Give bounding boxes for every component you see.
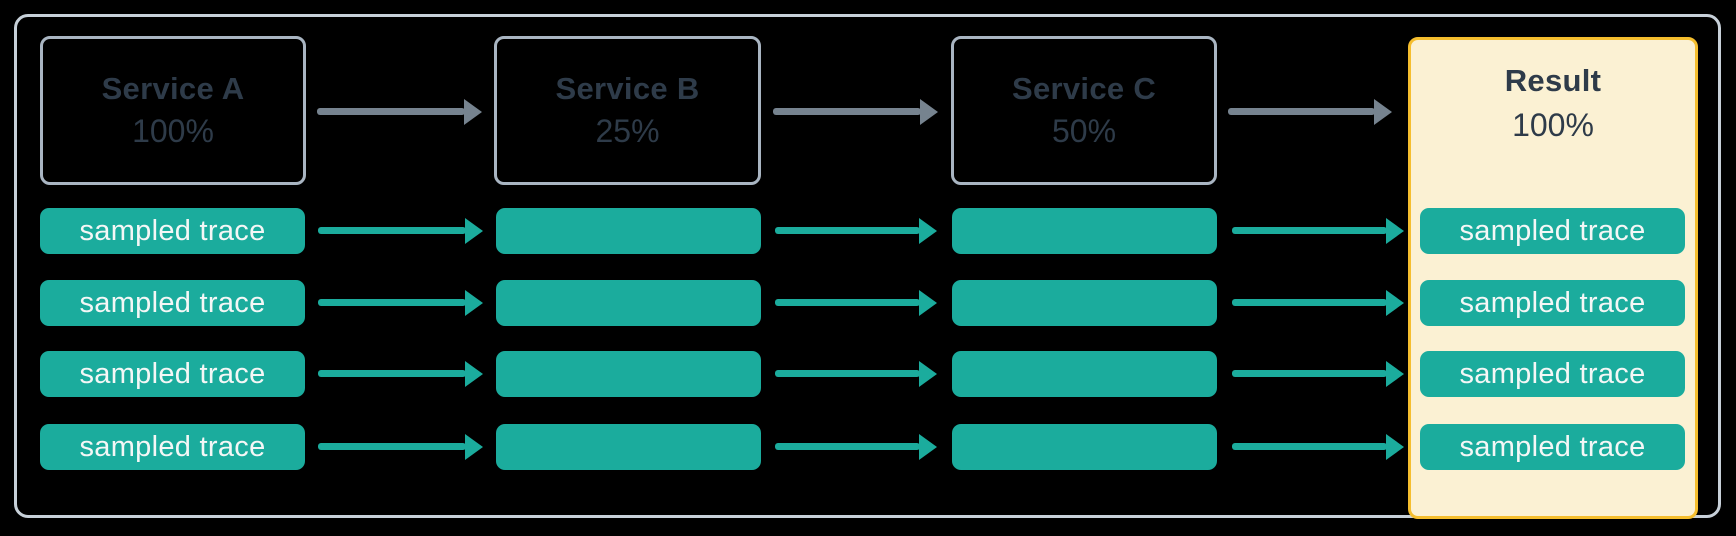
trace-chip-a-3: sampled trace: [40, 351, 305, 397]
trace-chip-a-1: sampled trace: [40, 208, 305, 254]
pipeline-frame: [14, 14, 1721, 518]
service-c-box: Service C 50%: [951, 36, 1217, 185]
service-b-name: Service B: [555, 70, 700, 106]
trace-chip-a-2: sampled trace: [40, 280, 305, 326]
arrow-right-icon-trace-2-c-to-result: [1232, 299, 1387, 306]
arrow-right-icon-trace-4-b-to-c: [775, 443, 920, 450]
trace-chip-c-3: [952, 351, 1217, 397]
arrow-right-icon-trace-1-b-to-c: [775, 227, 920, 234]
trace-chip-c-4: [952, 424, 1217, 470]
service-a-box: Service A 100%: [40, 36, 306, 185]
trace-chip-b-2: [496, 280, 761, 326]
arrow-right-icon-service-c-to-result: [1228, 108, 1375, 115]
trace-chip-a-4: sampled trace: [40, 424, 305, 470]
trace-chip-c-1: [952, 208, 1217, 254]
arrow-right-icon-trace-3-c-to-result: [1232, 370, 1387, 377]
arrow-right-icon-service-a-to-b: [317, 108, 465, 115]
arrow-right-icon-trace-1-c-to-result: [1232, 227, 1387, 234]
service-a-rate: 100%: [132, 112, 214, 149]
arrow-right-icon-service-b-to-c: [773, 108, 921, 115]
service-c-name: Service C: [1011, 70, 1157, 106]
trace-chip-result-4: sampled trace: [1420, 424, 1685, 470]
trace-chip-result-3: sampled trace: [1420, 351, 1685, 397]
service-b-rate: 25%: [595, 112, 660, 149]
service-c-rate: 50%: [1051, 112, 1117, 149]
service-b-box: Service B 25%: [494, 36, 761, 185]
trace-chip-result-1: sampled trace: [1420, 208, 1685, 254]
arrow-right-icon-trace-3-a-to-b: [318, 370, 466, 377]
trace-chip-result-2: sampled trace: [1420, 280, 1685, 326]
trace-chip-b-1: [496, 208, 761, 254]
result-name: Result: [1504, 63, 1602, 98]
result-rate: 100%: [1512, 107, 1594, 144]
trace-chip-c-2: [952, 280, 1217, 326]
arrow-right-icon-trace-4-a-to-b: [318, 443, 466, 450]
arrow-right-icon-trace-2-a-to-b: [318, 299, 466, 306]
service-a-name: Service A: [101, 70, 245, 106]
arrow-right-icon-trace-4-c-to-result: [1232, 443, 1387, 450]
arrow-right-icon-trace-1-a-to-b: [318, 227, 466, 234]
arrow-right-icon-trace-3-b-to-c: [775, 370, 920, 377]
trace-chip-b-4: [496, 424, 761, 470]
trace-chip-b-3: [496, 351, 761, 397]
arrow-right-icon-trace-2-b-to-c: [775, 299, 920, 306]
